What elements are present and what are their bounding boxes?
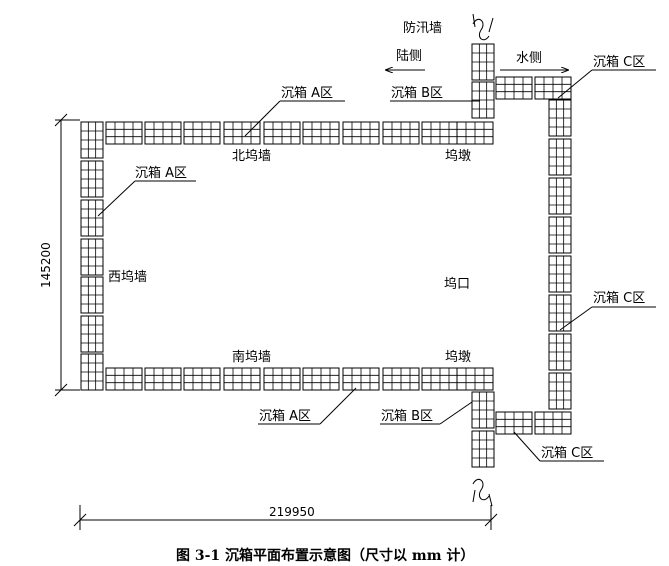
caisson-west xyxy=(80,121,104,159)
caisson-grid xyxy=(80,43,572,468)
caisson-south xyxy=(183,367,221,391)
caisson-west xyxy=(80,199,104,237)
flood-wall-label: 防汛墙 xyxy=(403,20,442,36)
caisson-north xyxy=(302,121,340,145)
caisson-c-top-label: 沉箱 C区 xyxy=(593,54,645,70)
caisson-south xyxy=(302,367,340,391)
caisson-north xyxy=(421,121,459,145)
caisson-west xyxy=(80,276,104,314)
dock-mouth-label: 坞口 xyxy=(444,276,470,292)
south-wall-label: 南坞墙 xyxy=(232,349,271,365)
height-dimension-label: 145200 xyxy=(39,242,53,288)
caisson-south xyxy=(382,367,420,391)
caisson-west xyxy=(80,238,104,276)
caisson-a-south-label: 沉箱 A区 xyxy=(259,408,311,424)
caisson-south xyxy=(144,367,182,391)
caisson-c-mid-label: 沉箱 C区 xyxy=(593,290,645,306)
caisson-a-north-label: 沉箱 A区 xyxy=(281,85,333,101)
caisson-c-bottom xyxy=(534,411,572,435)
caisson-b-south xyxy=(471,391,495,429)
land-side-label: 陆侧 xyxy=(396,48,422,64)
caisson-a-west-label: 沉箱 A区 xyxy=(135,165,187,181)
leader-lines xyxy=(54,13,656,530)
caisson-north xyxy=(223,121,261,145)
caisson-north xyxy=(342,121,380,145)
caisson-c-top xyxy=(495,76,533,100)
water-side-label: 水侧 xyxy=(516,51,542,66)
north-wall-label: 北坞墙 xyxy=(232,148,271,164)
width-dimension-label: 219950 xyxy=(269,505,315,519)
caisson-east xyxy=(548,216,572,254)
caisson-north xyxy=(105,121,143,145)
caisson-west xyxy=(80,315,104,353)
caisson-east xyxy=(548,372,572,410)
caisson-south xyxy=(263,367,301,391)
caisson-east xyxy=(548,255,572,293)
caisson-east xyxy=(548,138,572,176)
caisson-south xyxy=(342,367,380,391)
caisson-south xyxy=(421,367,459,391)
caisson-c-top xyxy=(534,76,572,100)
caisson-south xyxy=(105,367,143,391)
caisson-south xyxy=(456,367,494,391)
caisson-east xyxy=(548,333,572,371)
caisson-north xyxy=(456,121,494,145)
caisson-north xyxy=(382,121,420,145)
annotation-text: 防汛墙 陆侧 水侧 沉箱 A区 沉箱 B区 沉箱 C区 沉箱 A区 北坞墙 坞墩… xyxy=(39,20,645,564)
caisson-east xyxy=(548,294,572,332)
caisson-east xyxy=(548,177,572,215)
caisson-east xyxy=(548,99,572,137)
west-wall-label: 西坞墙 xyxy=(108,269,147,285)
caisson-north xyxy=(183,121,221,145)
pier-south-label: 坞墩 xyxy=(445,349,471,365)
caisson-b-south xyxy=(471,430,495,468)
caisson-b-north xyxy=(471,43,495,81)
caisson-b-north-label: 沉箱 B区 xyxy=(391,85,443,101)
caisson-south xyxy=(223,367,261,391)
caisson-north xyxy=(263,121,301,145)
pier-north-label: 坞墩 xyxy=(445,148,471,164)
caisson-b-north xyxy=(471,81,495,119)
caisson-c-bottom-label: 沉箱 C区 xyxy=(541,445,593,461)
caisson-b-south-label: 沉箱 B区 xyxy=(381,408,433,424)
caisson-west xyxy=(80,353,104,391)
caisson-west xyxy=(80,160,104,198)
caisson-c-bottom xyxy=(495,411,533,435)
caisson-north xyxy=(144,121,182,145)
figure-caption: 图 3-1 沉箱平面布置示意图（尺寸以 mm 计） xyxy=(176,547,474,564)
